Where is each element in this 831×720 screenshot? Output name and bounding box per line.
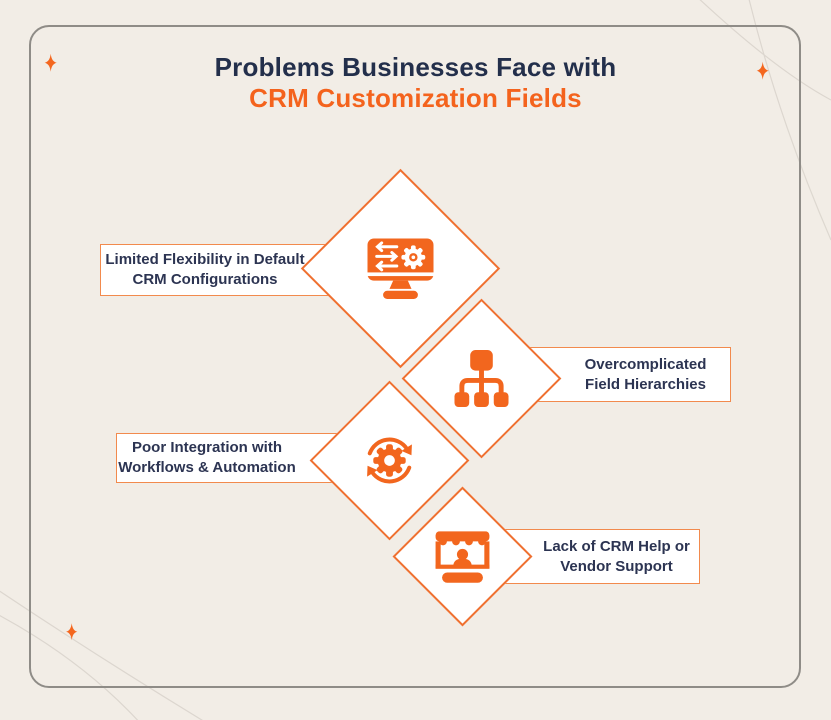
label-line: Field Hierarchies bbox=[585, 375, 706, 393]
gear-sync-icon bbox=[359, 430, 420, 491]
label-text: Poor Integration with Workflows & Automa… bbox=[118, 438, 296, 478]
card-border bbox=[29, 25, 801, 688]
title-line-2: CRM Customization Fields bbox=[249, 83, 582, 113]
hierarchy-icon bbox=[454, 350, 509, 407]
label-line: Poor Integration with bbox=[132, 439, 282, 456]
label-line: Vendor Support bbox=[560, 557, 673, 575]
sparkle-icon bbox=[756, 61, 769, 80]
title-line-1: Problems Businesses Face with bbox=[214, 52, 617, 82]
label-text: Overcomplicated Field Hierarchies bbox=[585, 355, 707, 395]
label-text: Limited Flexibility in Default CRM Confi… bbox=[105, 250, 304, 290]
page-title: Problems Businesses Face with CRM Custom… bbox=[0, 52, 831, 114]
diamond-poor-integration bbox=[309, 380, 470, 541]
label-line: Workflows & Automation bbox=[118, 459, 296, 476]
monitor-settings-icon bbox=[367, 237, 434, 300]
label-text: Lack of CRM Help or Vendor Support bbox=[543, 537, 690, 577]
sparkle-icon bbox=[66, 623, 78, 641]
label-line: CRM Configurations bbox=[132, 271, 278, 288]
label-line: Lack of CRM Help or bbox=[543, 537, 690, 555]
diamond-overcomplicated-hierarchies bbox=[401, 298, 562, 459]
label-line: Limited Flexibility in Default bbox=[105, 251, 305, 268]
sparkle-icon bbox=[44, 53, 57, 72]
sparkle-icons bbox=[44, 53, 769, 641]
label-line: Overcomplicated bbox=[584, 355, 707, 373]
diamond-limited-flexibility bbox=[300, 168, 501, 369]
diamond-lack-of-support bbox=[392, 486, 533, 627]
storefront-vendor-icon bbox=[435, 530, 490, 583]
